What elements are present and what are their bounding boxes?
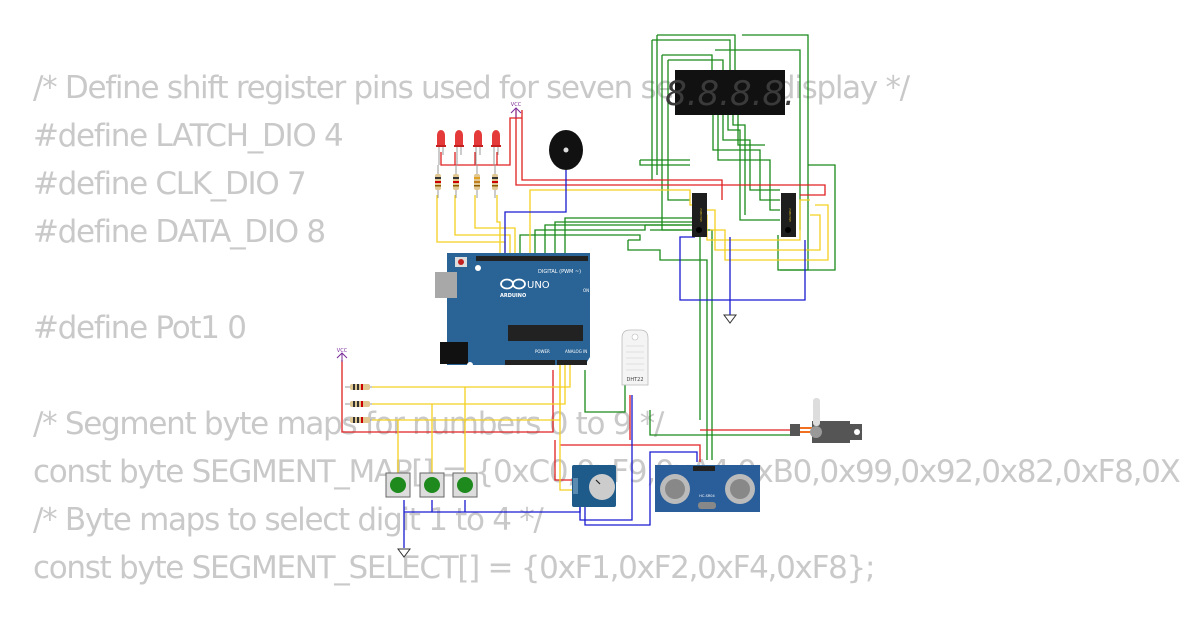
red-wires	[341, 110, 826, 481]
ground-symbol	[397, 548, 411, 558]
code-line: /* Segment byte maps for numbers 0 to 9 …	[33, 406, 664, 442]
push-button[interactable]	[452, 472, 478, 498]
vcc-symbol-left: VCC	[336, 348, 348, 362]
arduino-logo	[500, 278, 526, 290]
analog-label: ANALOG IN	[565, 349, 587, 354]
resistor	[435, 165, 441, 198]
servo-connector	[790, 424, 800, 436]
vcc-label: VCC	[511, 102, 522, 108]
seven-segment-display[interactable]: 8.8.8.8.	[665, 70, 795, 115]
code-line: #define CLK_DIO 7	[33, 166, 307, 202]
resistor	[345, 384, 372, 390]
resistor	[474, 165, 480, 198]
resistor-array-horizontal	[345, 384, 372, 423]
led-red	[473, 130, 483, 165]
dht22-sensor[interactable]: DHT22	[621, 329, 649, 386]
arduino-uno-board[interactable]: DIGITAL (PWM ~) UNO ARDUINO ON POWER ANA…	[435, 253, 598, 368]
resistor	[492, 165, 498, 198]
yellow-wires	[372, 189, 829, 491]
buzzer[interactable]	[549, 130, 583, 170]
code-background: /* Define shift register pins used for s…	[33, 64, 1181, 592]
ultrasonic-sensor[interactable]: HC-SR04	[655, 465, 760, 512]
push-button[interactable]	[385, 472, 411, 498]
power-jack	[440, 342, 468, 364]
code-line: /* Byte maps to select digit 1 to 4 */	[33, 502, 544, 538]
digital-label: DIGITAL (PWM ~)	[538, 269, 581, 275]
code-line: const byte SEGMENT_SELECT[] = {0xF1,0xF2…	[33, 550, 875, 586]
led-red	[454, 130, 464, 165]
ground-symbol	[723, 314, 737, 324]
usb-port	[435, 272, 457, 298]
resistor-array-vertical	[435, 165, 498, 198]
digital-header	[476, 256, 588, 261]
resistor	[345, 401, 372, 407]
led-red	[491, 130, 501, 165]
power-header	[505, 360, 555, 365]
led-array[interactable]	[436, 130, 501, 165]
on-label: ON	[583, 288, 589, 293]
dht-label: DHT22	[626, 377, 643, 383]
wires	[341, 34, 836, 548]
shift-register-2[interactable]: 74HC595	[781, 193, 796, 237]
code-line: #define Pot1 0	[33, 310, 247, 346]
board-brand: ARDUINO	[500, 293, 526, 299]
code-line: #define DATA_DIO 8	[33, 214, 326, 250]
push-button[interactable]	[419, 472, 445, 498]
code-line: #define LATCH_DIO 4	[33, 118, 344, 154]
potentiometer[interactable]	[572, 465, 616, 507]
ultrasonic-label: HC-SR04	[699, 494, 715, 498]
green-wires	[519, 34, 836, 460]
atmega-chip	[508, 325, 583, 341]
display-digits: 8.8.8.8.	[665, 74, 795, 114]
power-label: POWER	[535, 349, 550, 354]
vcc-label: VCC	[337, 348, 348, 354]
shift-register-1[interactable]: 74HC595	[692, 193, 707, 237]
resistor	[345, 417, 372, 423]
led-red	[436, 130, 446, 165]
vcc-symbol-top: VCC	[510, 102, 522, 118]
chip-label: 74HC595	[699, 208, 703, 222]
chip-label: 74HC595	[788, 208, 792, 222]
board-model: UNO	[527, 280, 550, 291]
resistor	[453, 165, 459, 198]
servo-motor[interactable]	[790, 398, 862, 443]
analog-header	[557, 360, 587, 365]
